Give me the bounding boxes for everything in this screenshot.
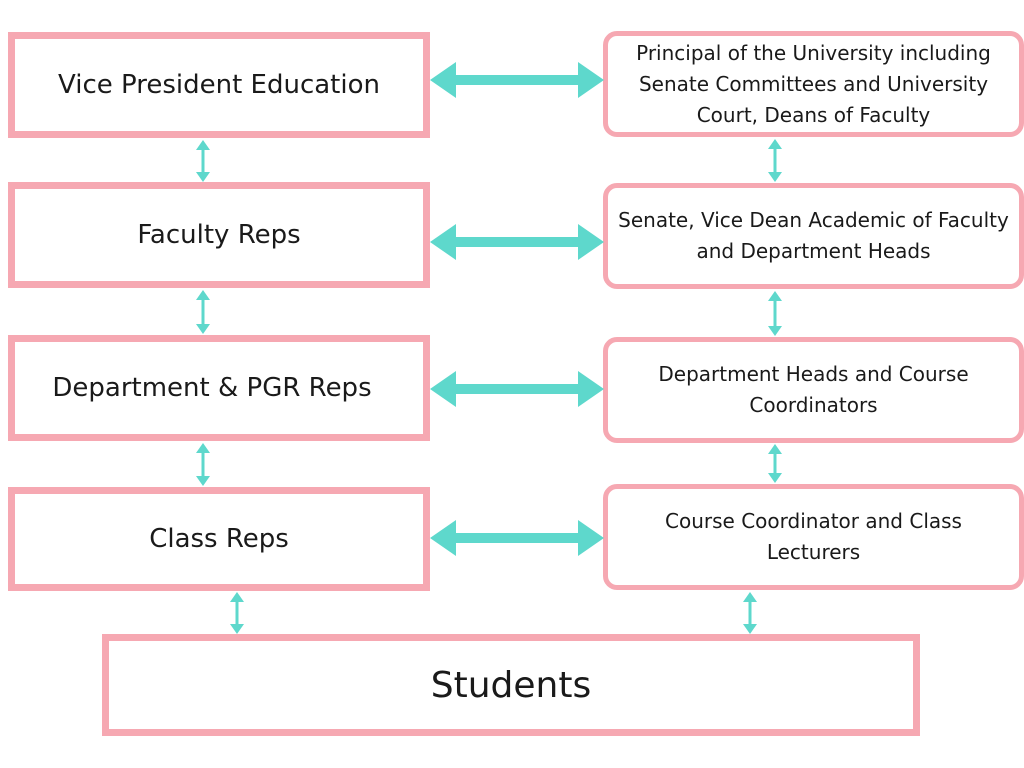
horizontal-arrow-vp-principal <box>430 62 604 98</box>
vp-education-label: Vice President Education <box>58 70 380 100</box>
faculty-reps-box: Faculty Reps <box>8 182 430 288</box>
vertical-arrow-right-4 <box>743 592 757 634</box>
class-reps-label: Class Reps <box>149 524 289 554</box>
principal-label: Principal of the University including Se… <box>636 40 991 127</box>
vertical-arrow-left-3 <box>196 443 210 486</box>
students-label: Students <box>430 664 592 706</box>
vertical-arrow-right-3 <box>768 444 782 483</box>
department-pgr-reps-label: Department & PGR Reps <box>52 373 372 403</box>
course-coordinator-label: Course Coordinator and Class Lecturers <box>665 509 962 564</box>
vertical-arrow-left-1 <box>196 140 210 182</box>
faculty-reps-label: Faculty Reps <box>137 220 301 250</box>
class-reps-box: Class Reps <box>8 487 430 591</box>
vp-education-box: Vice President Education <box>8 32 430 138</box>
vertical-arrow-right-2 <box>768 291 782 336</box>
department-heads-label: Department Heads and Course Coordinators <box>658 362 969 417</box>
department-pgr-reps-box: Department & PGR Reps <box>8 335 430 441</box>
senate-label: Senate, Vice Dean Academic of Faculty an… <box>618 208 1009 263</box>
vertical-arrow-left-4 <box>230 592 244 634</box>
principal-box: Principal of the University including Se… <box>603 31 1024 137</box>
department-heads-box: Department Heads and Course Coordinators <box>603 337 1024 443</box>
horizontal-arrow-class-course <box>430 520 604 556</box>
course-coordinator-box: Course Coordinator and Class Lecturers <box>603 484 1024 590</box>
senate-box: Senate, Vice Dean Academic of Faculty an… <box>603 183 1024 289</box>
horizontal-arrow-department-heads <box>430 371 604 407</box>
students-box: Students <box>102 634 920 736</box>
horizontal-arrow-faculty-senate <box>430 224 604 260</box>
vertical-arrow-left-2 <box>196 290 210 334</box>
vertical-arrow-right-1 <box>768 139 782 182</box>
